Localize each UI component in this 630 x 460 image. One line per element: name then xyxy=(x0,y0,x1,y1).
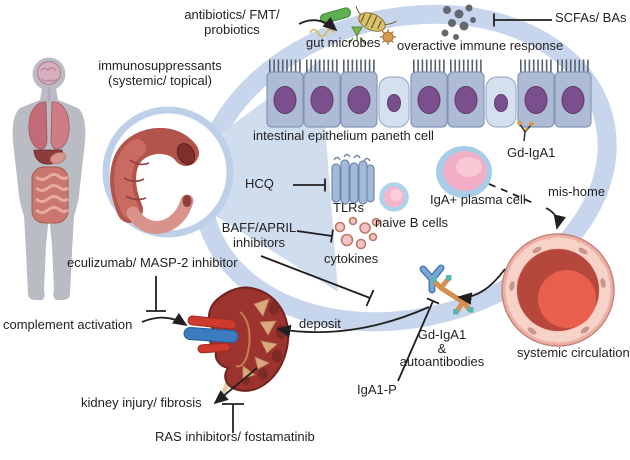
kidney-injury-arrow xyxy=(213,367,258,405)
label-iga-plasma-cell: IgA+ plasma cell xyxy=(430,192,526,207)
flagellated-bacterium-icon xyxy=(355,6,397,42)
systemic-circulation-vessel xyxy=(501,233,615,347)
eculizumab-inhibition-line xyxy=(146,276,166,312)
label-systemic-circulation: systemic circulation xyxy=(517,345,630,360)
mis-home-dashed-line xyxy=(488,183,534,204)
baff-cytokines-inhibition-line xyxy=(296,229,334,243)
label-baff-april-inhibitors: BAFF/APRIL inhibitors xyxy=(221,220,297,250)
scfas-inhibition-line xyxy=(493,13,552,27)
baff-complex-inhibition-line xyxy=(260,255,375,307)
circulation-to-complex-arrow xyxy=(457,268,506,305)
label-immunosuppressants: immunosuppressants (systemic/ topical) xyxy=(98,58,222,88)
label-mis-home: mis-home xyxy=(548,184,606,199)
label-scfas-bas: SCFAs/ BAs xyxy=(555,10,627,25)
iga1p-inhibition-line xyxy=(397,297,440,382)
arrows-and-inhibition-lines xyxy=(141,13,566,433)
human-body-silhouette xyxy=(12,57,86,300)
label-gd-iga1-top: Gd-IgA1 xyxy=(507,145,556,160)
label-naive-b-cells: naive B cells xyxy=(375,215,448,230)
virus-icon xyxy=(380,29,396,45)
hcq-inhibition-line xyxy=(293,178,326,192)
intestine-illustration xyxy=(110,128,199,234)
kidney-illustration xyxy=(183,286,290,394)
label-intestinal-epithelium: intestinal epithelium xyxy=(253,128,368,143)
label-kidney-injury-fibrosis: kidney injury/ fibrosis xyxy=(81,395,202,410)
label-antibiotics-fmt-probiotics: antibiotics/ FMT/ probiotics xyxy=(184,7,280,37)
label-deposit: deposit xyxy=(299,316,341,331)
label-complement-activation: complement activation xyxy=(3,317,133,332)
naive-b-cell-icon xyxy=(379,182,409,212)
intestinal-epithelium-cells xyxy=(266,59,592,128)
label-gd-iga1-autoantibodies: Gd-IgA1 & autoantibodies xyxy=(399,327,485,370)
cell-nuclei xyxy=(273,86,585,114)
gd-iga1-antibody-icon xyxy=(517,120,534,142)
ras-inhibition-line xyxy=(222,403,244,433)
cytokines-icon xyxy=(334,216,381,250)
label-ras-inhibitors-fostamatinib: RAS inhibitors/ fostamatinib xyxy=(155,429,315,444)
label-iga1-p: IgA1-P xyxy=(357,382,397,397)
label-overactive-immune-response: overactive immune response xyxy=(397,38,564,53)
label-paneth-cell: paneth cell xyxy=(371,128,434,143)
label-tlrs: TLRs xyxy=(333,200,365,215)
immune-complex-icon xyxy=(419,264,474,315)
label-gut-microbes: gut microbes xyxy=(306,35,381,50)
label-hcq: HCQ xyxy=(245,176,274,191)
iga-plasma-cell-icon xyxy=(436,146,492,198)
label-cytokines: cytokines xyxy=(324,251,379,266)
complement-arrow xyxy=(141,312,188,326)
label-eculizumab-masp2: eculizumab/ MASP-2 inhibitor xyxy=(67,255,238,270)
bacteriophage-icon xyxy=(348,26,366,45)
immune-response-dots-icon xyxy=(441,4,476,40)
mis-home-arrow xyxy=(545,207,566,230)
antibiotics-arrow xyxy=(298,16,338,32)
deposit-arrow xyxy=(276,306,430,338)
tlr-receptor-icon xyxy=(331,153,375,205)
